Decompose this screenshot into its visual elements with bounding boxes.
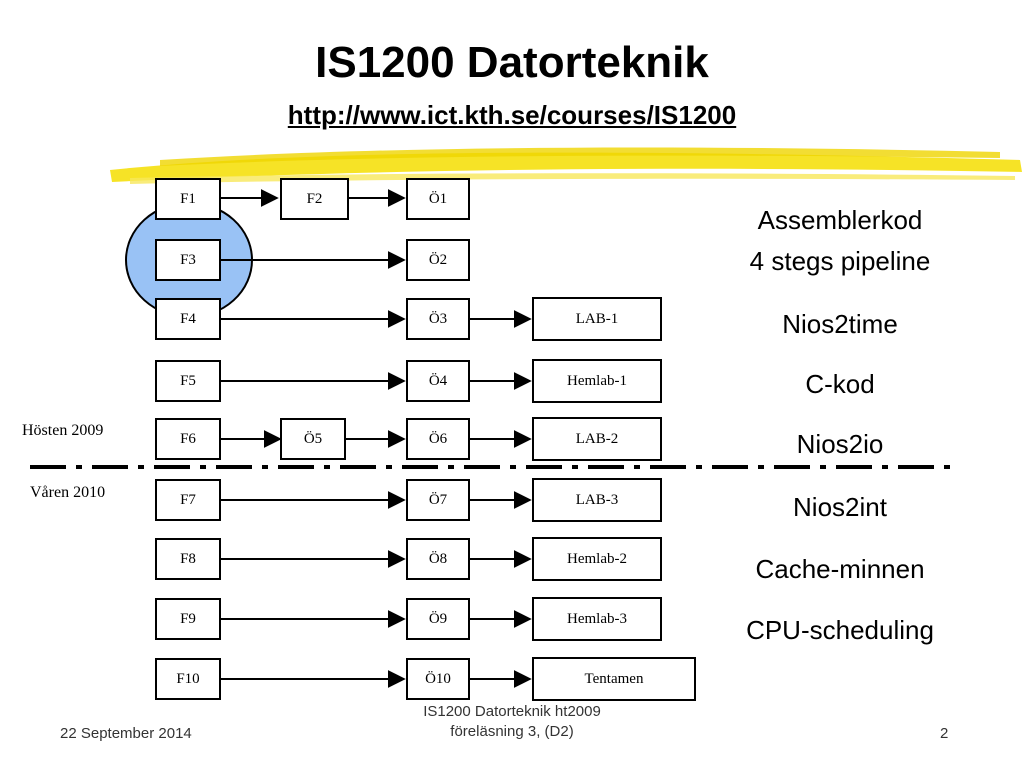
topic-nios2int: Nios2int	[793, 492, 887, 522]
lecture-box-f10: F10	[155, 658, 221, 700]
lecture-box-f4: F4	[155, 298, 221, 340]
exercise-box-o8: Ö8	[406, 538, 470, 580]
exercise-box-o9: Ö9	[406, 598, 470, 640]
exercise-box-o6: Ö6	[406, 418, 470, 460]
footer-course-line1: IS1200 Datorteknik ht2009	[423, 703, 601, 720]
lab-box-hemlab2: Hemlab-2	[532, 537, 662, 581]
topic-c-kod: C-kod	[805, 369, 875, 399]
exercise-box-o2: Ö2	[406, 239, 470, 281]
exercise-box-o4: Ö4	[406, 360, 470, 402]
semester-label-spring: Våren 2010	[30, 484, 106, 501]
lecture-box-f7: F7	[155, 479, 221, 521]
lab-box-hemlab1: Hemlab-1	[532, 359, 662, 403]
exercise-box-o1: Ö1	[406, 178, 470, 220]
exercise-box-o3: Ö3	[406, 298, 470, 340]
lecture-box-f6: F6	[155, 418, 221, 460]
exercise-box-o10: Ö10	[406, 658, 470, 700]
lecture-box-f9: F9	[155, 598, 221, 640]
lab-box-lab1: LAB-1	[532, 297, 662, 341]
topic-nios2io: Nios2io	[796, 429, 884, 459]
yellow-brush-stroke	[110, 147, 1022, 184]
lab-box-hemlab3: Hemlab-3	[532, 597, 662, 641]
topic-nios2time: Nios2time	[782, 309, 898, 339]
lecture-box-f8: F8	[155, 538, 221, 580]
semester-label-autumn: Hösten 2009	[22, 422, 104, 439]
footer-date: 22 September 2014	[60, 725, 192, 742]
lecture-box-f3: F3	[155, 239, 221, 281]
footer-course-info: IS1200 Datorteknik ht2009 föreläsning 3,…	[362, 702, 662, 741]
exercise-box-o7: Ö7	[406, 479, 470, 521]
topic-cpu-scheduling: CPU-scheduling	[746, 615, 934, 645]
slide-title: IS1200 Datorteknik	[315, 38, 709, 87]
lab-box-lab3: LAB-3	[532, 478, 662, 522]
footer-page-number: 2	[940, 725, 949, 742]
course-url-link[interactable]: http://www.ict.kth.se/courses/IS1200	[287, 100, 737, 130]
topic-assemblerkod: Assemblerkod	[757, 205, 923, 235]
lecture-box-f2: F2	[280, 178, 349, 220]
exercise-box-o5: Ö5	[280, 418, 346, 460]
lecture-box-f1: F1	[155, 178, 221, 220]
exam-box-tentamen: Tentamen	[532, 657, 696, 701]
footer-course-line2: föreläsning 3, (D2)	[450, 722, 574, 740]
topic-pipeline: 4 stegs pipeline	[749, 246, 931, 276]
lab-box-lab2: LAB-2	[532, 417, 662, 461]
lecture-box-f5: F5	[155, 360, 221, 402]
topic-cache-minnen: Cache-minnen	[755, 554, 925, 584]
